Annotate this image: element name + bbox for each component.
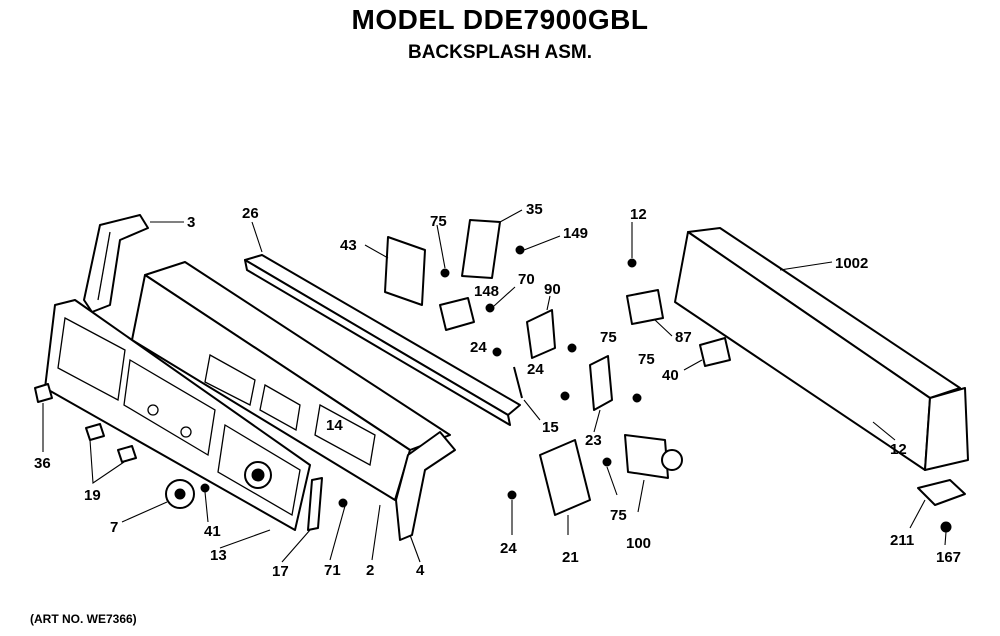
leader-75a [436, 224, 446, 269]
callout-12b: 12 [890, 441, 907, 458]
leader-7 [121, 501, 168, 523]
callout-4: 4 [416, 562, 425, 579]
leader-87 [654, 319, 673, 337]
leader-75d [606, 466, 618, 496]
part-timer-100 [624, 434, 683, 479]
callout-24c: 24 [500, 540, 517, 557]
callout-1002: 1002 [835, 255, 868, 272]
callout-labels: 3 26 43 75 35 149 12 1002 148 70 90 87 2… [34, 201, 961, 580]
callout-75a: 75 [430, 213, 447, 230]
leader-43 [364, 244, 389, 259]
leader-35 [499, 209, 523, 223]
callout-100: 100 [626, 535, 651, 552]
part-backsplash-frame [131, 261, 451, 504]
callout-14: 14 [326, 417, 343, 434]
part-top-trim-strip [244, 254, 521, 426]
leader-149 [523, 235, 561, 251]
callout-149: 149 [563, 225, 588, 242]
callout-17: 17 [272, 563, 289, 580]
callout-3: 3 [187, 214, 195, 231]
callout-2: 2 [366, 562, 374, 579]
callout-75d: 75 [610, 507, 627, 524]
callout-15: 15 [542, 419, 559, 436]
part-left-end-cap [83, 214, 149, 313]
callout-7: 7 [110, 519, 118, 536]
leader-71 [329, 505, 346, 561]
leader-41 [204, 491, 209, 523]
callout-70: 70 [518, 271, 535, 288]
part-knob-19b [117, 445, 137, 463]
callout-75c: 75 [638, 351, 655, 368]
leader-4 [409, 534, 421, 563]
callout-24b: 24 [527, 361, 544, 378]
callout-40: 40 [662, 367, 679, 384]
callout-71: 71 [324, 562, 341, 579]
part-connector-40 [699, 337, 731, 367]
part-bracket-23 [589, 355, 613, 411]
callout-167: 167 [936, 549, 961, 566]
art-number: (ART NO. WE7366) [30, 612, 137, 626]
part-long-screw-15 [513, 366, 523, 399]
callout-35: 35 [526, 201, 543, 218]
callout-12a: 12 [630, 206, 647, 223]
part-plate-21 [539, 439, 591, 516]
leader-40 [683, 359, 703, 371]
callout-41: 41 [204, 523, 221, 540]
callout-24a: 24 [470, 339, 487, 356]
part-bracket-43 [384, 236, 426, 306]
part-bracket-211 [917, 479, 966, 506]
leader-13 [219, 529, 271, 549]
leader-90 [546, 295, 551, 311]
callout-87: 87 [675, 329, 692, 346]
part-rear-cover [674, 227, 969, 471]
leader-19 [89, 439, 125, 484]
part-bracket-90 [526, 309, 556, 359]
assembly-subtitle: BACKSPLASH ASM. [407, 42, 593, 63]
part-lever-17 [307, 477, 323, 531]
leader-2 [371, 504, 381, 561]
model-title: MODEL DDE7900GBL [351, 4, 649, 35]
callout-23: 23 [585, 432, 602, 449]
leader-12b [872, 421, 896, 441]
leader-211 [909, 499, 926, 529]
callout-19: 19 [84, 487, 101, 504]
callout-211: 211 [890, 532, 914, 549]
callout-21: 21 [562, 549, 579, 566]
part-knob-19a [85, 423, 105, 441]
leader-1002 [779, 261, 833, 271]
part-clip-148 [439, 297, 475, 331]
leader-167 [944, 531, 947, 546]
leader-70 [493, 286, 516, 307]
leader-100 [637, 479, 645, 513]
part-knob-7 [165, 479, 195, 509]
callout-148: 148 [474, 283, 499, 300]
callout-13: 13 [210, 547, 227, 564]
leader-17 [281, 529, 311, 563]
leader-15 [523, 399, 541, 421]
callout-75b: 75 [600, 329, 617, 346]
part-front-control-panel [44, 299, 311, 531]
leader-23 [593, 409, 601, 433]
leader-26 [251, 221, 263, 253]
part-knob-36 [34, 383, 53, 403]
callout-26: 26 [242, 205, 259, 222]
callout-90: 90 [544, 281, 561, 298]
callout-36: 36 [34, 455, 51, 472]
part-switch-87 [626, 289, 664, 325]
part-terminal-block [461, 219, 501, 279]
part-right-end-cap [395, 431, 456, 541]
callout-43: 43 [340, 237, 357, 254]
